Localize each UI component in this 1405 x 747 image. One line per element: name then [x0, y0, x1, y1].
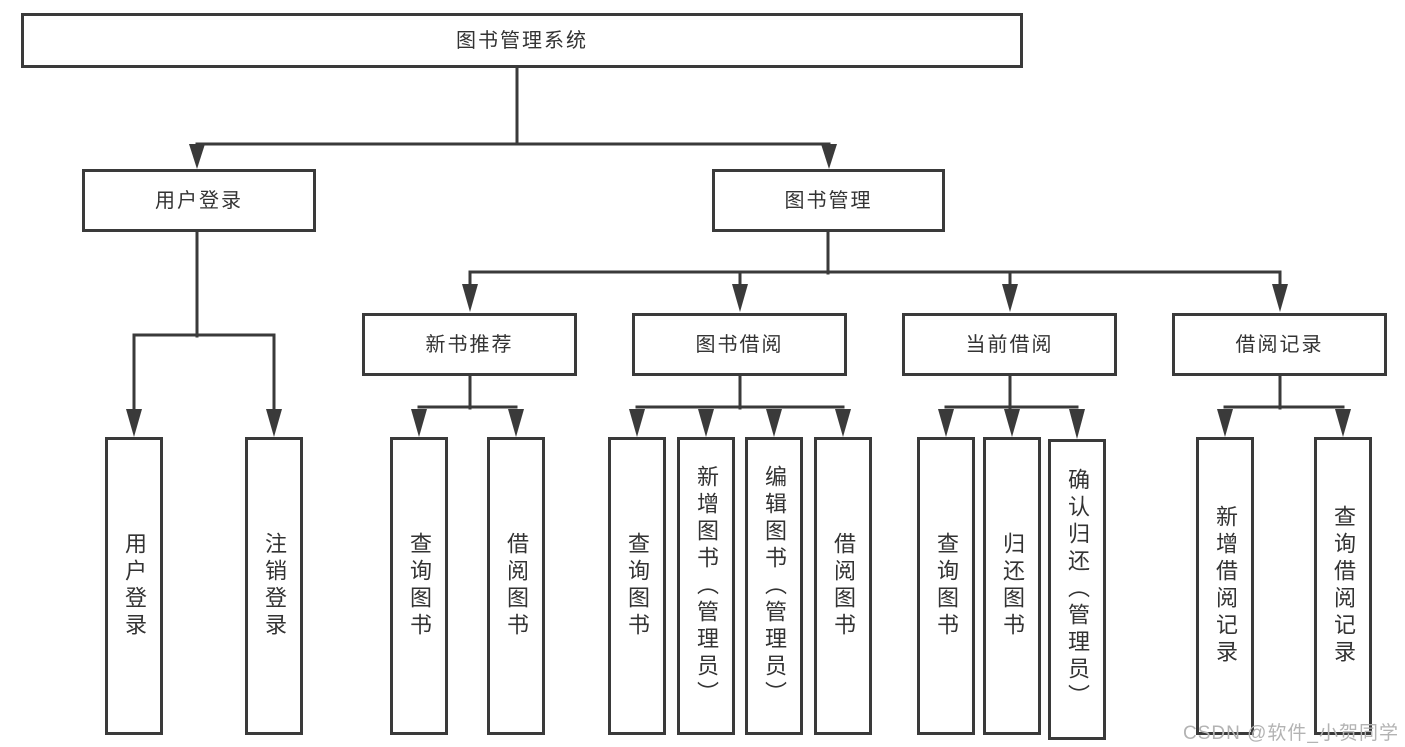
leaf-current-query-books: 查询图书 — [917, 437, 975, 735]
connector-borrow-record — [1217, 374, 1351, 437]
connector-root — [189, 66, 837, 169]
leaf-add-books-admin: 新增图书（管理员） — [677, 437, 735, 735]
leaf-borrow-books: 借阅图书 — [814, 437, 872, 735]
node-book-management: 图书管理 — [712, 169, 945, 232]
connector-new-book — [411, 374, 524, 437]
leaf-newbook-borrow-books: 借阅图书 — [487, 437, 545, 735]
node-borrow-record: 借阅记录 — [1172, 313, 1387, 376]
connector-user-login — [126, 230, 282, 437]
leaf-borrow-query-books: 查询图书 — [608, 437, 666, 735]
connector-book-borrow — [629, 374, 851, 437]
leaf-edit-books-admin: 编辑图书（管理员） — [745, 437, 803, 735]
node-root-system: 图书管理系统 — [21, 13, 1023, 68]
leaf-user-login: 用户登录 — [105, 437, 163, 735]
node-current-borrow: 当前借阅 — [902, 313, 1117, 376]
leaf-logout: 注销登录 — [245, 437, 303, 735]
node-book-borrow: 图书借阅 — [632, 313, 847, 376]
leaf-return-books: 归还图书 — [983, 437, 1041, 735]
node-user-login: 用户登录 — [82, 169, 316, 232]
leaf-confirm-return-admin: 确认归还（管理员） — [1048, 439, 1106, 740]
connector-book-management — [462, 230, 1288, 312]
node-new-book-recommend: 新书推荐 — [362, 313, 577, 376]
csdn-watermark: CSDN @软件_小贺同学 — [1183, 723, 1399, 744]
leaf-add-borrow-record: 新增借阅记录 — [1196, 437, 1254, 735]
leaf-query-borrow-record: 查询借阅记录 — [1314, 437, 1372, 735]
leaf-newbook-query-books: 查询图书 — [390, 437, 448, 735]
connector-current-borrow — [938, 374, 1085, 439]
